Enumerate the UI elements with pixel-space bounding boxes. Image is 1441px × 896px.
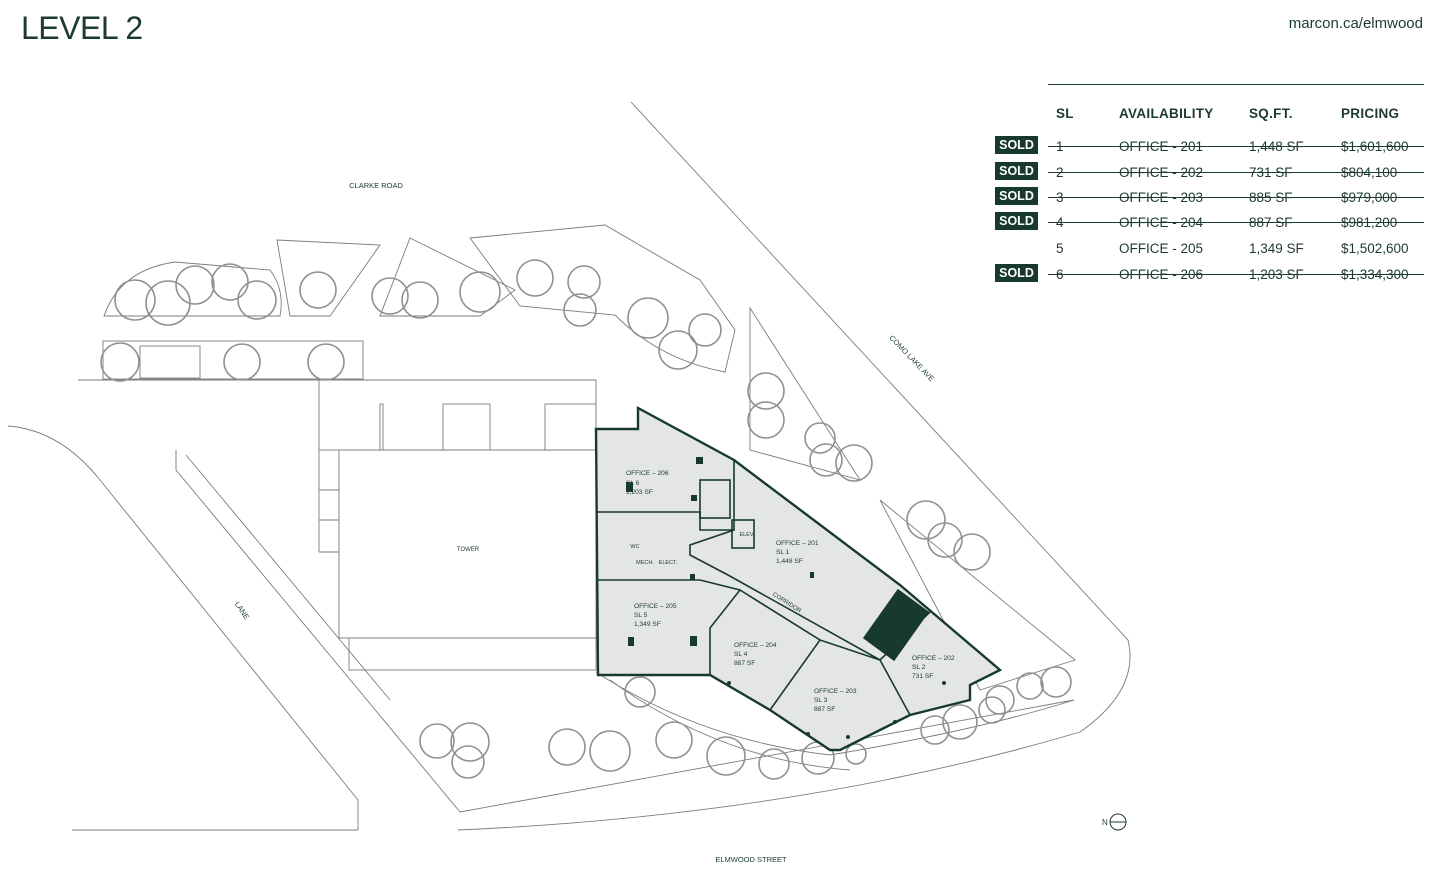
- unit-204-sqft: 887 SF: [734, 660, 755, 667]
- como-lake-curb: [630, 101, 1131, 733]
- unit-206-name: OFFICE – 206: [626, 470, 669, 477]
- unit-206-sl: SL 6: [626, 480, 640, 487]
- sold-badge: SOLD: [995, 187, 1038, 205]
- sold-badge: SOLD: [995, 136, 1038, 154]
- cell-availability: OFFICE - 203: [1119, 190, 1204, 205]
- unit-204-name: OFFICE – 204: [734, 642, 777, 649]
- sold-badge: SOLD: [995, 212, 1038, 230]
- tower-label: TOWER: [457, 547, 480, 553]
- sold-strike: [1048, 172, 1424, 173]
- north-label: N: [1102, 818, 1108, 827]
- tower-outline: [338, 449, 597, 639]
- mech-label: MECH.: [636, 560, 654, 566]
- sold-badge: SOLD: [995, 264, 1038, 282]
- table-row[interactable]: SOLD 4 OFFICE - 204 887 SF $981,200: [994, 211, 1424, 233]
- cell-sl: 4: [1056, 215, 1064, 230]
- cell-sqft: 1,349 SF: [1249, 241, 1304, 256]
- unit-203-sl: SL 3: [814, 697, 828, 704]
- lane-curb: [7, 425, 359, 830]
- sold-strike: [1048, 197, 1424, 198]
- sold-badge: SOLD: [995, 162, 1038, 180]
- cell-availability: OFFICE - 202: [1119, 165, 1204, 180]
- cell-availability: OFFICE - 206: [1119, 267, 1204, 282]
- page-title: LEVEL 2: [21, 10, 143, 46]
- unit-205-name: OFFICE – 205: [634, 603, 677, 610]
- unit-202-sqft: 731 SF: [912, 673, 933, 680]
- cell-sl: 5: [1056, 241, 1064, 256]
- elmwood-street-label: ELMWOOD STREET: [715, 855, 787, 864]
- lane-label: LANE: [233, 600, 251, 621]
- elmwood-curb: [457, 731, 1081, 831]
- cell-sl: 2: [1056, 165, 1064, 180]
- table-row[interactable]: SOLD 2 OFFICE - 202 731 SF $804,100: [994, 161, 1424, 183]
- cell-price: $979,000: [1341, 190, 1398, 205]
- col-header-sqft: SQ.FT.: [1249, 106, 1293, 121]
- clarke-road-label: CLARKE ROAD: [349, 181, 403, 190]
- unit-201-name: OFFICE – 201: [776, 540, 819, 547]
- unit-205-sqft: 1,349 SF: [634, 621, 661, 628]
- unit-206-sqft: 1,203 SF: [626, 489, 653, 496]
- unit-201-sqft: 1,448 SF: [776, 558, 803, 565]
- office-footprint: [594, 405, 1003, 752]
- cell-sl: 6: [1056, 267, 1064, 282]
- table-top-rule: [1048, 84, 1424, 85]
- sold-strike: [1048, 146, 1424, 147]
- col-header-availability: AVAILABILITY: [1119, 106, 1214, 121]
- cell-sqft: 1,448 SF: [1249, 139, 1304, 154]
- cell-availability: OFFICE - 201: [1119, 139, 1204, 154]
- cell-sqft: 1,203 SF: [1249, 267, 1304, 282]
- cell-price: $1,502,600: [1341, 241, 1409, 256]
- unit-203-name: OFFICE – 203: [814, 688, 857, 695]
- cell-price: $1,334,300: [1341, 267, 1409, 282]
- sold-strike: [1048, 274, 1424, 275]
- cell-availability: OFFICE - 204: [1119, 215, 1204, 230]
- cell-price: $1,601,600: [1341, 139, 1409, 154]
- cell-sl: 1: [1056, 139, 1064, 154]
- cell-price: $804,100: [1341, 165, 1398, 180]
- table-row[interactable]: SOLD 1 OFFICE - 201 1,448 SF $1,601,600: [994, 135, 1424, 157]
- table-row[interactable]: SOLD 6 OFFICE - 206 1,203 SF $1,334,300: [994, 263, 1424, 285]
- col-header-pricing: PRICING: [1341, 106, 1400, 121]
- table-row[interactable]: SOLD 3 OFFICE - 203 885 SF $979,000: [994, 186, 1424, 208]
- unit-202-name: OFFICE – 202: [912, 655, 955, 662]
- elevator-label: ELEV.: [739, 532, 755, 538]
- unit-201-sl: SL 1: [776, 549, 790, 556]
- cell-sqft: 885 SF: [1249, 190, 1293, 205]
- north-arrow-icon: N: [1102, 813, 1127, 831]
- unit-205-sl: SL 5: [634, 612, 648, 619]
- sold-strike: [1048, 222, 1424, 223]
- unit-203-sqft: 887 SF: [814, 706, 835, 713]
- table-row[interactable]: 5 OFFICE - 205 1,349 SF $1,502,600: [994, 237, 1424, 259]
- website-link[interactable]: marcon.ca/elmwood: [1288, 15, 1423, 32]
- cell-sl: 3: [1056, 190, 1064, 205]
- unit-202-sl: SL 2: [912, 664, 926, 671]
- col-header-sl: SL: [1056, 106, 1074, 121]
- unit-204-sl: SL 4: [734, 651, 748, 658]
- level2-units: [594, 405, 1003, 752]
- cell-sqft: 731 SF: [1249, 165, 1293, 180]
- trees-group: [100, 259, 1072, 780]
- como-lake-ave-label: COMO LAKE AVE: [887, 333, 936, 383]
- elect-label: ELECT.: [659, 560, 678, 566]
- cell-sqft: 887 SF: [1249, 215, 1293, 230]
- wc-label: WC: [630, 544, 639, 550]
- cell-availability: OFFICE - 205: [1119, 241, 1204, 256]
- cell-price: $981,200: [1341, 215, 1398, 230]
